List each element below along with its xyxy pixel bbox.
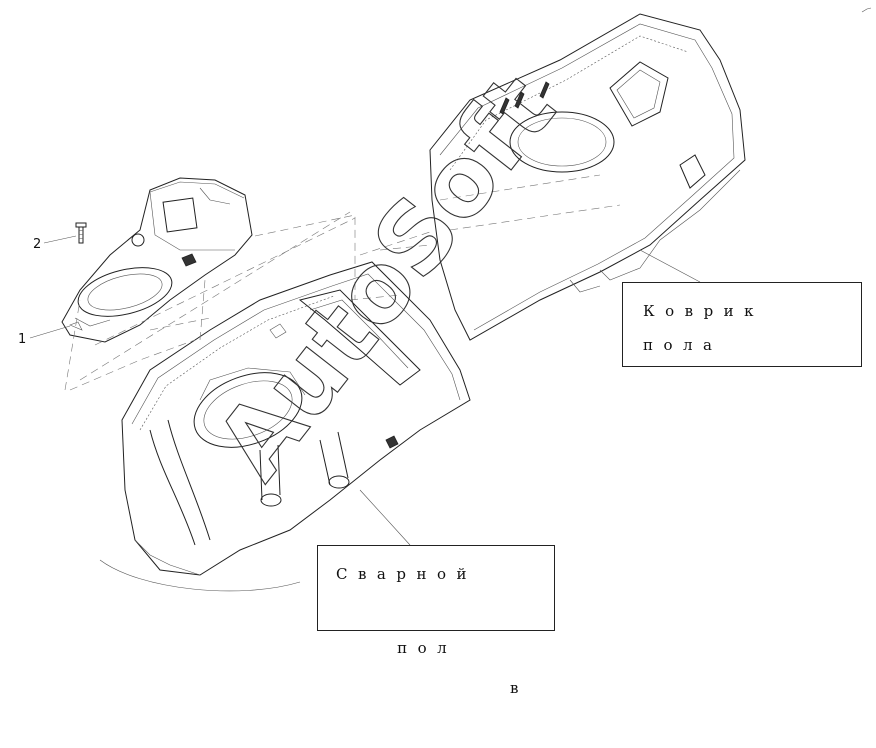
parts-diagram: 2 1 AutoSoft (18, 7, 872, 592)
label-welded-floor: Сварной пол в (317, 545, 555, 697)
welded-floor-part (99, 261, 471, 592)
label-welded-floor-line1: Сварной (336, 565, 477, 583)
label-floor-mat: Коврик пола (622, 282, 862, 367)
screw-part (75, 222, 87, 244)
leader-lines (29, 235, 701, 546)
label-floor-mat-line2: пола (643, 336, 723, 354)
label-welded-floor-line2: пол в (336, 588, 554, 748)
floor-mat-part (429, 13, 746, 341)
label-welded-floor-line2-start: пол (397, 639, 458, 657)
callout-2: 2 (33, 237, 41, 252)
exploded-view-lines (64, 174, 621, 391)
corner-mark (861, 7, 872, 13)
callout-1: 1 (18, 332, 26, 347)
console-part (61, 177, 253, 343)
watermark-text: AutoSoft (195, 54, 577, 499)
label-floor-mat-line1: Коврик (643, 302, 765, 320)
label-welded-floor-line2-end: в (510, 679, 529, 697)
